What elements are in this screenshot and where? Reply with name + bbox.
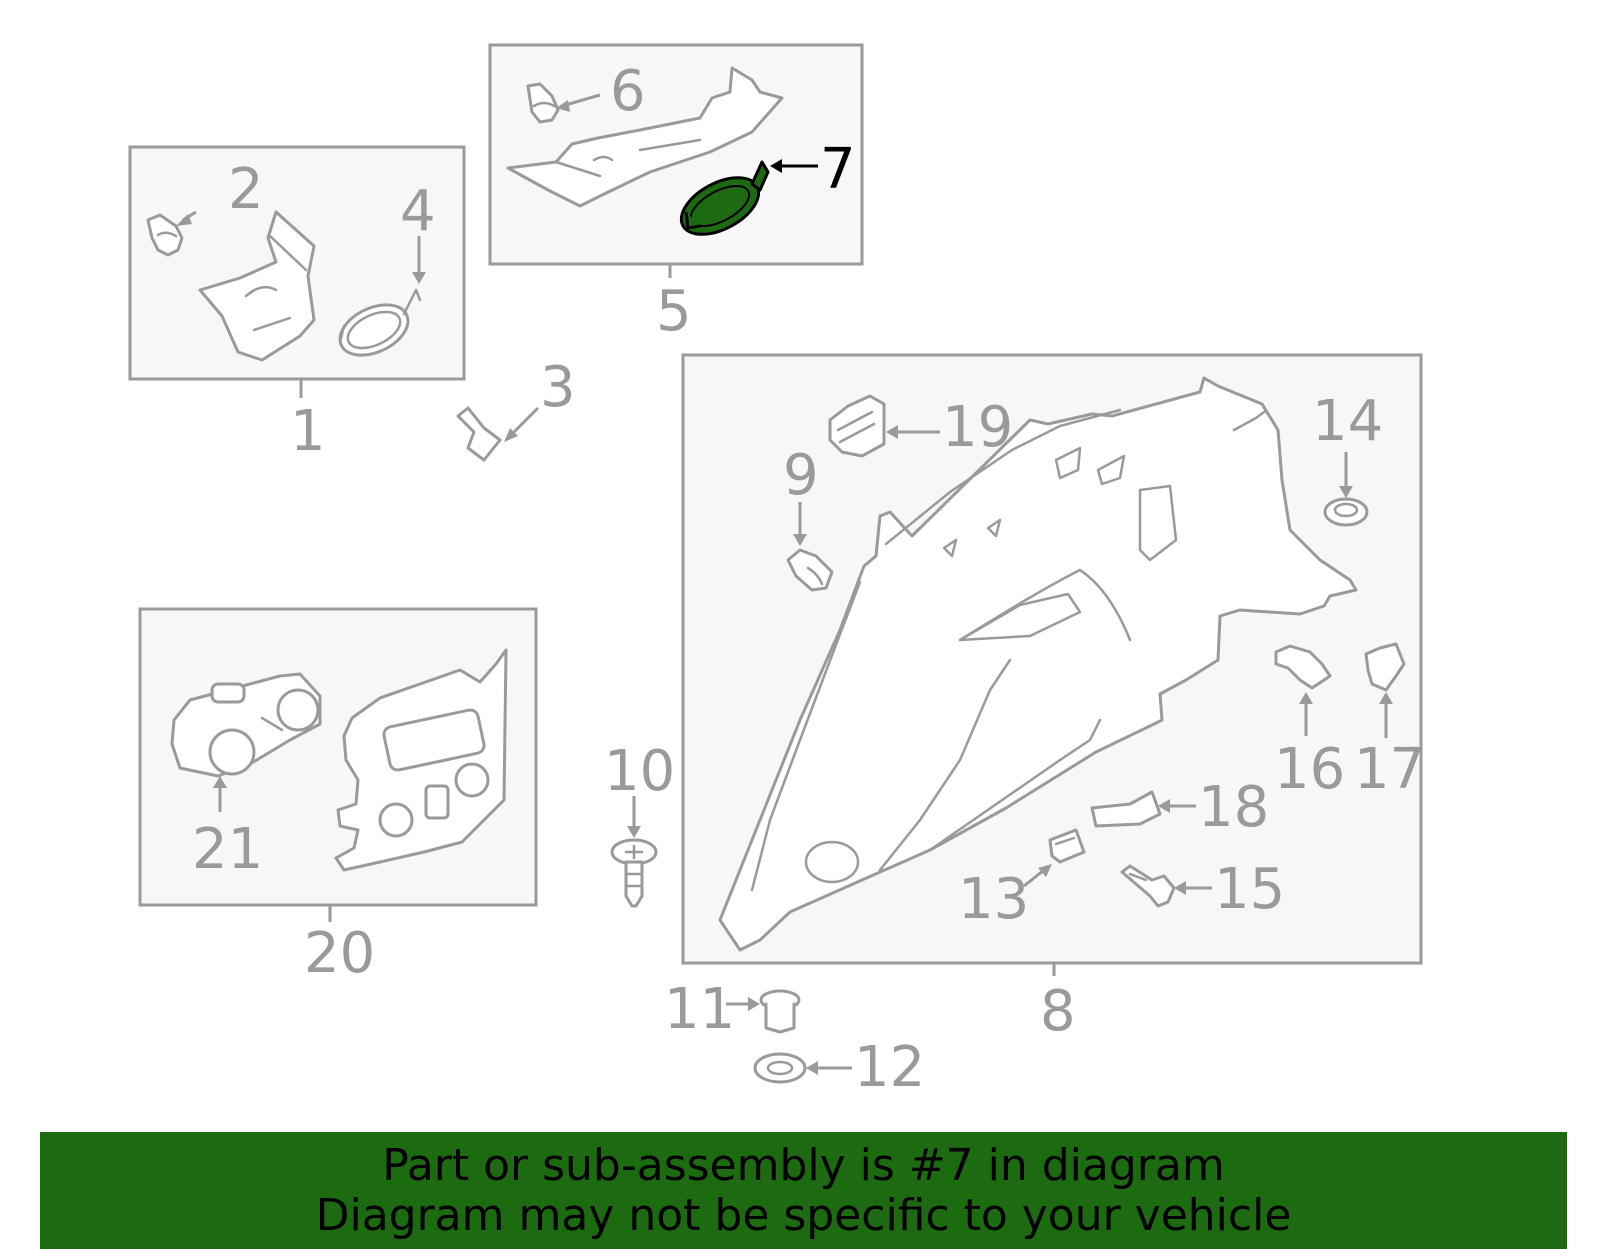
part-7-airbag-badge-highlighted[interactable] bbox=[672, 160, 770, 246]
callout-20: 20 bbox=[304, 921, 375, 986]
callout-4: 4 bbox=[400, 179, 436, 244]
part-10-screw[interactable] bbox=[610, 838, 658, 908]
banner-line-1: Part or sub-assembly is #7 in diagram bbox=[382, 1139, 1225, 1191]
part-11-nut[interactable] bbox=[759, 989, 801, 1034]
part-6-clip[interactable] bbox=[526, 82, 560, 124]
part-17-clip[interactable] bbox=[1364, 642, 1406, 692]
parts-diagram: 1 2 3 4 5 6 7 8 9 10 11 12 13 14 15 16 1… bbox=[128, 43, 1425, 1100]
callout-16: 16 bbox=[1274, 737, 1345, 802]
callout-18: 18 bbox=[1198, 775, 1269, 840]
callout-12: 12 bbox=[854, 1035, 925, 1100]
part-16-clip[interactable] bbox=[1274, 644, 1332, 690]
callout-6: 6 bbox=[610, 59, 646, 124]
part-12-washer[interactable] bbox=[753, 1052, 807, 1084]
callout-1: 1 bbox=[290, 399, 326, 464]
callout-19: 19 bbox=[942, 395, 1013, 460]
callout-17: 17 bbox=[1354, 737, 1425, 802]
part-1-bracket[interactable] bbox=[198, 210, 316, 362]
callout-7-highlighted: 7 bbox=[820, 137, 856, 202]
info-banner: Part or sub-assembly is #7 in diagram Di… bbox=[40, 1132, 1567, 1249]
callout-13: 13 bbox=[958, 867, 1029, 932]
part-2-clip[interactable] bbox=[146, 213, 184, 257]
part-9-clip[interactable] bbox=[786, 548, 834, 592]
part-18-seal[interactable] bbox=[1090, 790, 1162, 828]
part-21-control-unit[interactable] bbox=[170, 672, 322, 778]
callout-2: 2 bbox=[228, 157, 264, 222]
part-19-clip[interactable] bbox=[828, 394, 886, 458]
banner-line-2: Diagram may not be specific to your vehi… bbox=[315, 1189, 1292, 1241]
callout-15: 15 bbox=[1214, 857, 1285, 922]
callout-8: 8 bbox=[1040, 979, 1076, 1044]
part-13-clip[interactable] bbox=[1048, 828, 1086, 864]
callout-11: 11 bbox=[664, 977, 735, 1042]
callout-10: 10 bbox=[604, 739, 675, 804]
callout-5: 5 bbox=[656, 279, 692, 344]
part-20-panel[interactable] bbox=[334, 648, 508, 872]
callout-21: 21 bbox=[192, 817, 263, 882]
part-3-clip[interactable] bbox=[456, 406, 502, 462]
callout-9: 9 bbox=[783, 443, 819, 508]
part-8-quarter-trim-panel[interactable] bbox=[718, 376, 1358, 952]
callout-3: 3 bbox=[540, 355, 576, 420]
part-14-grommet[interactable] bbox=[1323, 497, 1369, 527]
part-5-bracket[interactable] bbox=[506, 66, 784, 208]
callout-14: 14 bbox=[1312, 389, 1383, 454]
part-4-airbag-badge[interactable] bbox=[332, 288, 422, 365]
